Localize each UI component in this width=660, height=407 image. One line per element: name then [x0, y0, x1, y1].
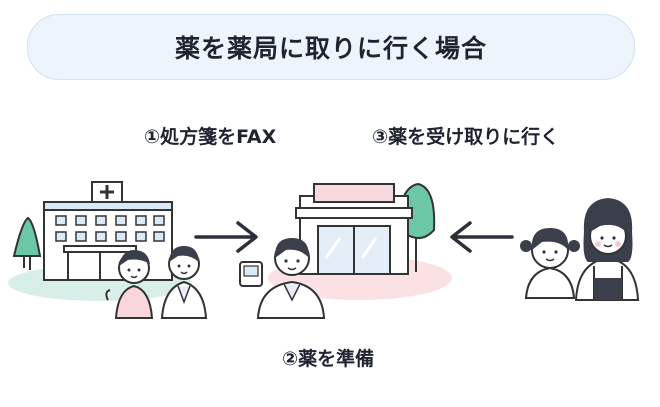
mother-icon	[574, 198, 640, 301]
pharmacy-store-icon	[268, 182, 452, 300]
child-icon	[520, 228, 580, 299]
doctor-icon	[160, 246, 208, 319]
nurse-icon	[105, 250, 154, 319]
page-title: 薬を薬局に取りに行く場合	[174, 34, 487, 63]
title-banner: 薬を薬局に取りに行く場合	[27, 14, 635, 80]
hospital-building-icon	[8, 181, 192, 301]
step-2-label: ②薬を準備	[282, 348, 375, 370]
tree-icon	[12, 216, 42, 270]
step-3-label: ③薬を受け取りに行く	[372, 126, 560, 148]
arrow-left-icon	[450, 221, 514, 253]
step-1-label: ①処方箋をFAX	[144, 126, 277, 148]
pharmacist-icon	[239, 238, 326, 319]
arrow-right-icon	[194, 221, 258, 253]
